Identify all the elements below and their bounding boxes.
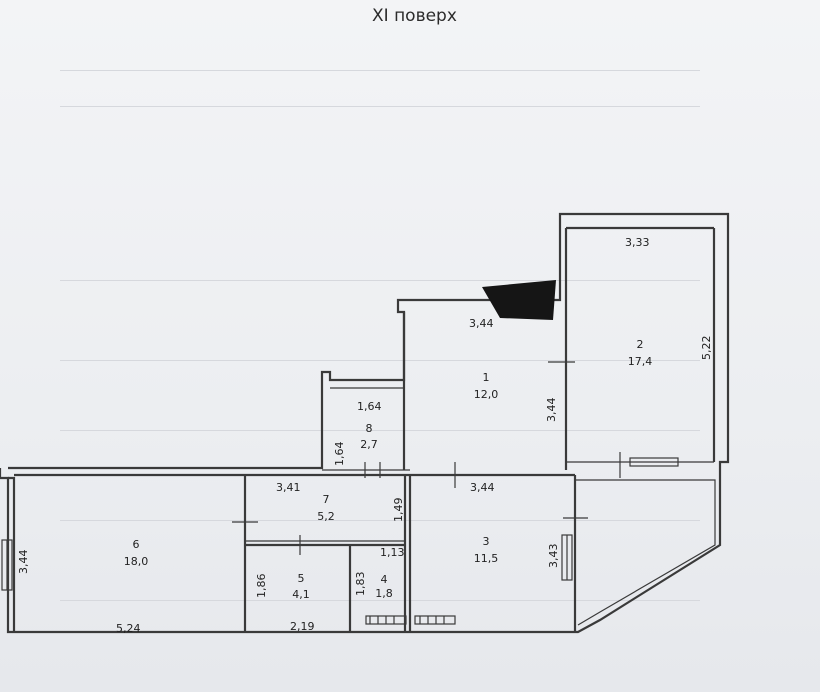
dim-room5-bottom: 2,19	[290, 620, 315, 633]
room-1-number: 1	[483, 371, 490, 384]
room-8-number: 8	[366, 422, 373, 435]
room-7-area: 5,2	[317, 510, 335, 523]
dim-room1-right: 3,44	[545, 398, 558, 423]
dim-room8-top: 1,64	[357, 400, 382, 413]
room-6-number: 6	[133, 538, 140, 551]
room-3-number: 3	[483, 535, 490, 548]
dim-room3-right: 3,43	[547, 544, 560, 569]
radiator-room3	[414, 615, 456, 625]
room-4-area: 1,8	[375, 587, 393, 600]
dim-room5-left: 1,86	[255, 574, 268, 599]
dim-room1-top: 3,44	[469, 317, 494, 330]
dim-room2-right: 5,22	[700, 336, 713, 361]
dim-room2-top: 3,33	[625, 236, 650, 249]
dim-room3-top: 3,44	[470, 481, 495, 494]
room-2-number: 2	[637, 338, 644, 351]
floor-title: XI поверх	[372, 6, 457, 26]
redaction-mark	[482, 280, 556, 320]
room-4-number: 4	[381, 573, 388, 586]
dim-room4-top: 1,13	[380, 546, 405, 559]
room-6-area: 18,0	[124, 555, 149, 568]
room-7-number: 7	[323, 493, 330, 506]
room-3-area: 11,5	[474, 552, 499, 565]
room-8-area: 2,7	[360, 438, 378, 451]
window-room2	[629, 457, 679, 467]
dim-room8-left: 1,64	[333, 442, 346, 467]
dim-room4-left: 1,83	[354, 572, 367, 597]
outer-wall	[0, 212, 730, 634]
dim-room6-left: 3,44	[17, 550, 30, 575]
room-1-area: 12,0	[474, 388, 499, 401]
dim-corridor-vertical: 1,49	[392, 498, 405, 523]
dim-room7-top: 3,41	[276, 481, 301, 494]
left-external-wall	[8, 476, 16, 632]
room-5-area: 4,1	[292, 588, 310, 601]
room-2-area: 17,4	[628, 355, 653, 368]
dim-room6-bottom: 5,24	[116, 622, 141, 635]
room-5-number: 5	[298, 572, 305, 585]
balcony-outline	[575, 479, 716, 626]
